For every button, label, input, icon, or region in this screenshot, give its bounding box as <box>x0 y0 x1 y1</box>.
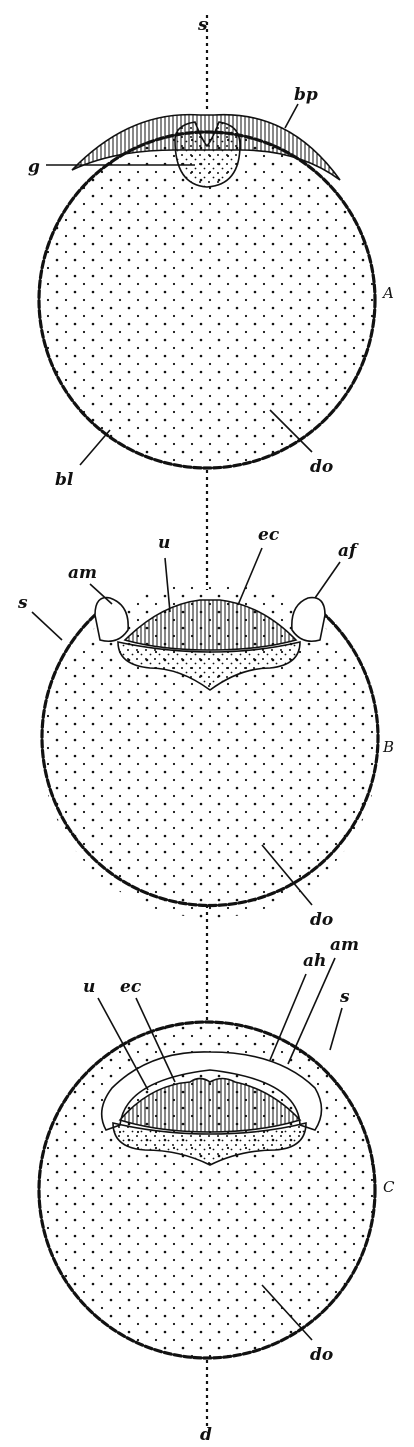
endoderm-plate-c <box>112 1121 307 1166</box>
leader-bl <box>79 429 111 466</box>
label-g: g <box>28 157 40 177</box>
panel-c: u ec ah am s C do <box>37 935 395 1365</box>
endoderm-plate-b <box>117 640 301 691</box>
leader-s-c <box>329 1007 343 1051</box>
leader-do-b <box>261 844 313 906</box>
label-am-b: am <box>68 563 97 583</box>
ectoderm-plate-c <box>118 1077 302 1133</box>
yolk-sphere-b <box>42 582 378 918</box>
leader-bp <box>284 103 299 129</box>
germ-plug-a <box>174 121 241 188</box>
label-do-b: do <box>310 910 333 930</box>
panel-label-b: B <box>382 738 394 756</box>
leader-s-b <box>31 611 63 641</box>
label-bl: bl <box>55 470 74 490</box>
panel-b: am u ec af s B do <box>17 525 394 930</box>
label-bp: bp <box>294 85 318 105</box>
leader-am-c <box>287 957 336 1065</box>
leader-do-a <box>269 409 313 453</box>
label-af: af <box>338 541 359 561</box>
label-s-c: s <box>339 987 350 1007</box>
label-u-b: u <box>158 533 170 553</box>
panel-a: s bp g A do bl <box>28 15 394 490</box>
leader-af <box>314 561 341 599</box>
label-ah: ah <box>303 951 326 971</box>
yolk-sphere-c <box>39 1022 375 1358</box>
label-ec-c: ec <box>120 977 142 997</box>
yolk-sphere-a <box>39 132 375 468</box>
amnion-fold-left <box>94 596 129 643</box>
leader-ec-b <box>237 547 263 606</box>
leader-am-b <box>89 583 113 605</box>
leader-u-c <box>97 997 149 1091</box>
blastoderm-membrane-b <box>40 613 380 907</box>
leader-ah <box>269 973 307 1061</box>
amnion-fold-right <box>291 596 326 643</box>
label-do-a: do <box>310 457 333 477</box>
panel-label-c: C <box>383 1178 395 1196</box>
label-d-axis: d <box>200 1425 212 1445</box>
label-ec-b: ec <box>258 525 280 545</box>
panel-label-a: A <box>381 284 394 302</box>
leader-u-b <box>164 557 171 613</box>
leader-do-c <box>261 1284 313 1341</box>
label-s-a: s <box>197 15 208 35</box>
blastoderm-membrane-c <box>37 1020 377 1360</box>
label-do-c: do <box>310 1345 333 1365</box>
ectoderm-plate-b <box>123 599 298 651</box>
label-am-c: am <box>330 935 359 955</box>
leader-ec-c <box>135 997 176 1083</box>
label-u-c: u <box>83 977 95 997</box>
label-s-b: s <box>17 593 28 613</box>
